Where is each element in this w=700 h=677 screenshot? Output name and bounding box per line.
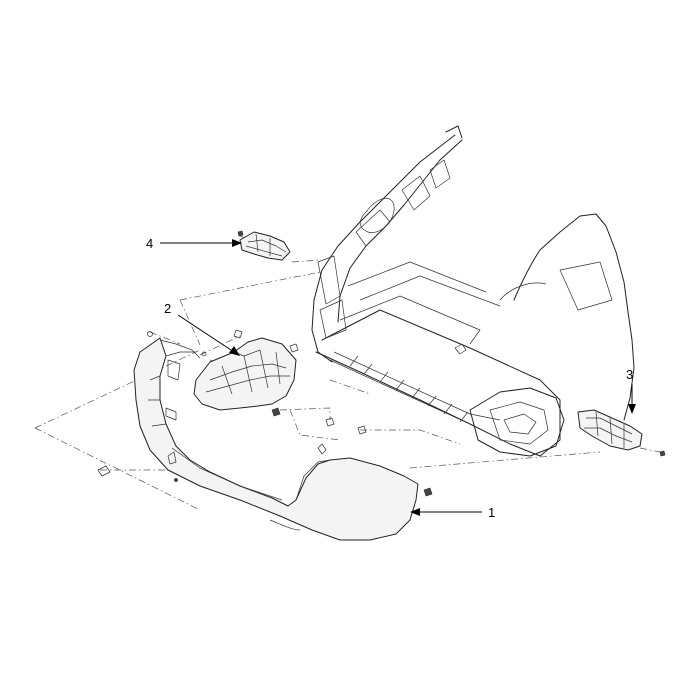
- part-2-side-bracket: [193, 329, 299, 417]
- clip-icon: [167, 451, 177, 465]
- clip-icon: [357, 425, 367, 435]
- callout-1-label: 1: [488, 505, 495, 520]
- callout-3-label: 3: [626, 367, 633, 382]
- part-4-left-bracket: [237, 230, 291, 261]
- callout-1: 1: [410, 505, 495, 520]
- fasteners: [97, 331, 367, 482]
- callout-2: 2: [164, 301, 240, 356]
- screw-icon: [174, 478, 178, 482]
- clip-icon: [97, 465, 111, 477]
- screw-icon: [147, 331, 153, 337]
- callout-4: 4: [146, 236, 242, 251]
- dashed-assembly-lines: [34, 235, 661, 511]
- vehicle-rear-body: [311, 125, 635, 457]
- callout-4-label: 4: [146, 236, 153, 251]
- callout-2-label: 2: [164, 301, 171, 316]
- callout-3: 3: [626, 367, 636, 414]
- clip-icon: [325, 417, 335, 427]
- screw-icon: [201, 351, 207, 357]
- part-1-rear-bumper-cover: [133, 337, 433, 541]
- part-3-right-bracket: [577, 409, 666, 457]
